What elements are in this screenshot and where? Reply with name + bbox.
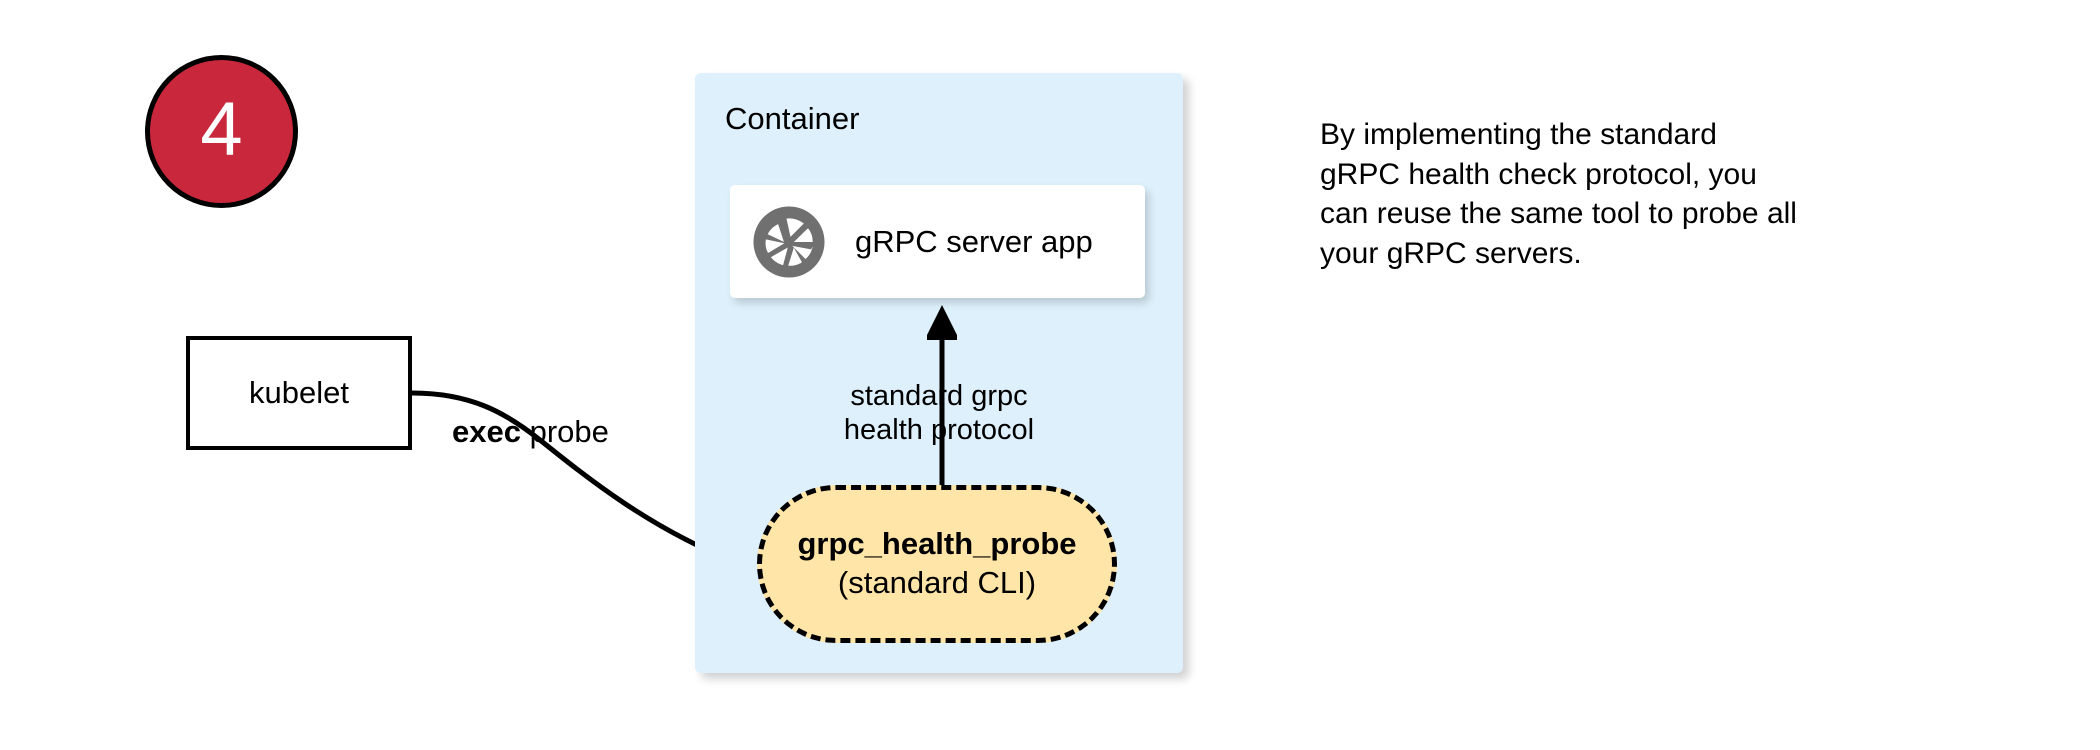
step-number-badge: 4 [145, 55, 298, 208]
exec-probe-label: exec probe [452, 414, 609, 450]
grpc-server-app-label: gRPC server app [855, 223, 1093, 259]
exec-probe-rest-text: probe [520, 414, 609, 449]
description-text: By implementing the standard gRPC health… [1320, 115, 1920, 273]
grpc-aperture-icon [753, 205, 825, 278]
description-line-1: By implementing the standard [1320, 118, 1717, 151]
container-title: Container [725, 101, 860, 136]
exec-probe-bold-text: exec [452, 414, 521, 449]
grpc-health-probe-node: grpc_health_probe (standard CLI) [757, 485, 1117, 643]
description-line-4: your gRPC servers. [1320, 236, 1582, 270]
grpc-health-probe-subtitle: (standard CLI) [837, 565, 1037, 600]
description-line-3: can reuse the same tool to probe all [1320, 197, 1797, 231]
step-number-label: 4 [200, 86, 243, 172]
grpc-health-probe-title: grpc_health_probe [797, 526, 1077, 562]
kubelet-label: kubelet [249, 374, 349, 410]
description-line-2: gRPC health check protocol, you [1320, 157, 1757, 191]
grpc-server-app-card: gRPC server app [730, 185, 1145, 298]
kubelet-node: kubelet [186, 336, 412, 450]
